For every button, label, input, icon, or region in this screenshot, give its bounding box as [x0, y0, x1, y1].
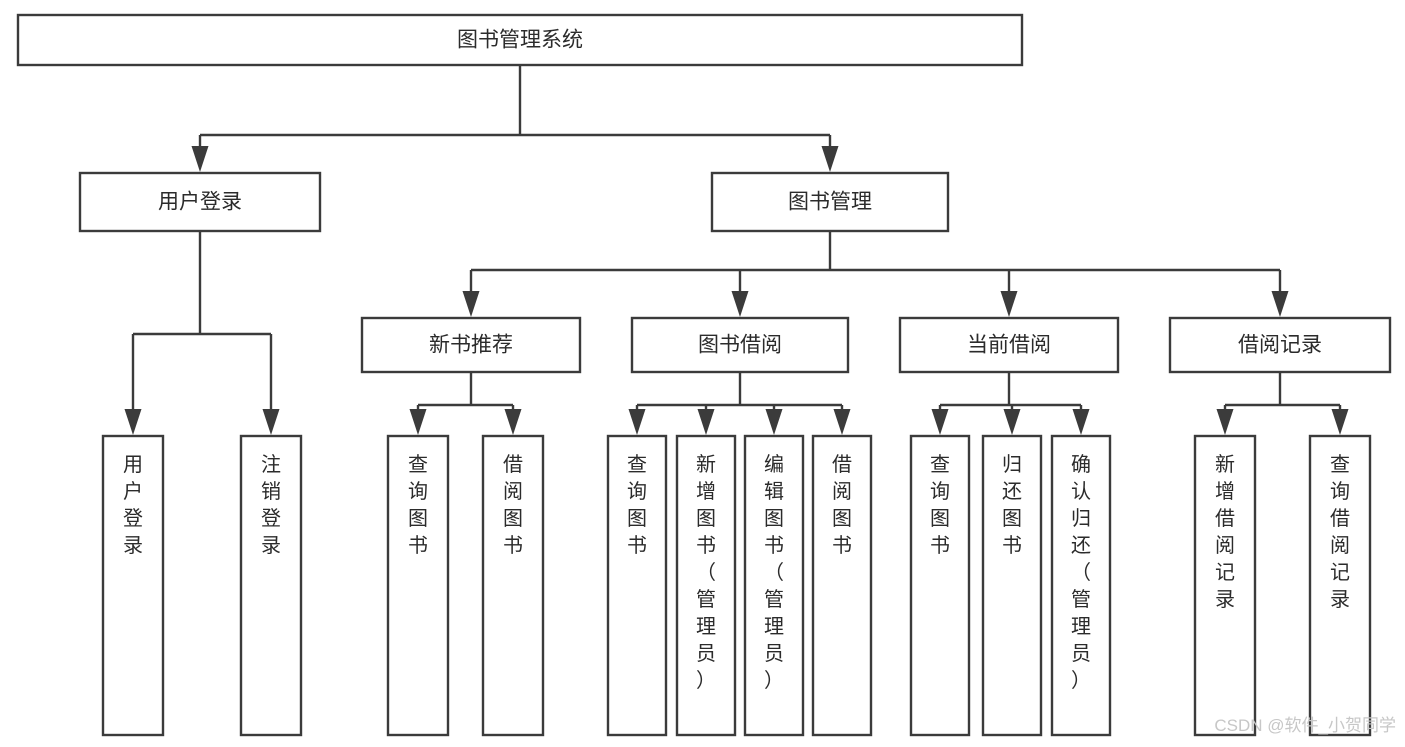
- arrow-head-icon: [409, 409, 427, 435]
- node-label: 借阅记录: [1238, 334, 1322, 357]
- node-box[interactable]: [78, 171, 322, 233]
- arrow-head-icon: [1003, 409, 1021, 435]
- node-label: 用户登录: [158, 191, 242, 214]
- node-box[interactable]: [630, 316, 850, 374]
- arrow-head-icon: [1072, 409, 1090, 435]
- node-box[interactable]: [606, 434, 668, 737]
- node-box[interactable]: [360, 316, 582, 374]
- arrow-head-icon: [191, 146, 209, 172]
- node-box[interactable]: [1193, 434, 1257, 737]
- node-label: 注销登录: [261, 453, 281, 557]
- node-box[interactable]: [981, 434, 1043, 737]
- node-label: 图书管理系统: [457, 29, 583, 52]
- arrow-head-icon: [628, 409, 646, 435]
- node-leaf-confirm-return-admin[interactable]: 确认归还（管理员）: [1050, 434, 1112, 737]
- arrow-head-icon: [124, 409, 142, 435]
- node-label: 查询图书: [408, 453, 428, 557]
- node-leaf-query-borrow-record[interactable]: 查询借阅记录: [1308, 434, 1372, 737]
- node-box[interactable]: [909, 434, 971, 737]
- node-box[interactable]: [675, 434, 737, 737]
- arrow-head-icon: [697, 409, 715, 435]
- arrow-head-icon: [1271, 291, 1289, 317]
- node-label: 借阅图书: [832, 453, 852, 557]
- arrow-head-icon: [504, 409, 522, 435]
- node-label: 归还图书: [1002, 453, 1022, 557]
- arrow-head-icon: [833, 409, 851, 435]
- node-box[interactable]: [386, 434, 450, 737]
- node-box[interactable]: [710, 171, 950, 233]
- node-label: 查询图书: [930, 453, 950, 557]
- node-leaf-add-borrow-record[interactable]: 新增借阅记录: [1193, 434, 1257, 737]
- node-leaf-query-book-cb[interactable]: 查询图书: [909, 434, 971, 737]
- connector-layer: [124, 65, 1349, 435]
- node-box[interactable]: [898, 316, 1120, 374]
- node-layer: 图书管理系统用户登录图书管理新书推荐图书借阅当前借阅借阅记录用户登录注销登录查询…: [16, 13, 1392, 737]
- node-label: 图书管理: [788, 191, 872, 214]
- watermark-label: CSDN @软件_小贺同学: [1214, 716, 1396, 735]
- arrow-head-icon: [462, 291, 480, 317]
- node-label: 确认归还（管理员）: [1071, 453, 1091, 692]
- node-leaf-user-login[interactable]: 用户登录: [101, 434, 165, 737]
- node-current-borrow[interactable]: 当前借阅: [898, 316, 1120, 374]
- node-box[interactable]: [1168, 316, 1392, 374]
- node-box[interactable]: [811, 434, 873, 737]
- node-box[interactable]: [16, 13, 1024, 67]
- node-root[interactable]: 图书管理系统: [16, 13, 1024, 67]
- node-leaf-return-book[interactable]: 归还图书: [981, 434, 1043, 737]
- node-new-book-recommend[interactable]: 新书推荐: [360, 316, 582, 374]
- node-leaf-add-book-admin[interactable]: 新增图书（管理员）: [675, 434, 737, 737]
- node-label: 用户登录: [123, 454, 143, 557]
- arrow-head-icon: [731, 291, 749, 317]
- arrow-head-icon: [1331, 409, 1349, 435]
- arrow-head-icon: [765, 409, 783, 435]
- node-label: 借阅图书: [503, 453, 523, 557]
- node-label: 编辑图书（管理员）: [764, 453, 784, 692]
- arrow-head-icon: [1000, 291, 1018, 317]
- node-box[interactable]: [1308, 434, 1372, 737]
- node-user-login[interactable]: 用户登录: [78, 171, 322, 233]
- arrow-head-icon: [1216, 409, 1234, 435]
- node-leaf-borrow-book-bb[interactable]: 借阅图书: [811, 434, 873, 737]
- node-leaf-query-book-bb[interactable]: 查询图书: [606, 434, 668, 737]
- node-label: 当前借阅: [967, 334, 1051, 357]
- node-box[interactable]: [481, 434, 545, 737]
- node-leaf-logout[interactable]: 注销登录: [239, 434, 303, 737]
- node-borrow-record[interactable]: 借阅记录: [1168, 316, 1392, 374]
- arrow-head-icon: [931, 409, 949, 435]
- node-box[interactable]: [743, 434, 805, 737]
- node-box[interactable]: [101, 434, 165, 737]
- node-box[interactable]: [1050, 434, 1112, 737]
- arrow-head-icon: [262, 409, 280, 435]
- node-label: 查询图书: [627, 453, 647, 557]
- node-label: 新增图书（管理员）: [696, 453, 716, 692]
- node-leaf-query-book-nbr[interactable]: 查询图书: [386, 434, 450, 737]
- node-label: 新书推荐: [429, 334, 513, 357]
- node-label: 图书借阅: [698, 334, 782, 357]
- node-leaf-edit-book-admin[interactable]: 编辑图书（管理员）: [743, 434, 805, 737]
- node-box[interactable]: [239, 434, 303, 737]
- node-label: 新增借阅记录: [1215, 453, 1235, 611]
- node-label: 查询借阅记录: [1330, 453, 1350, 611]
- node-leaf-borrow-book-nbr[interactable]: 借阅图书: [481, 434, 545, 737]
- node-book-manage[interactable]: 图书管理: [710, 171, 950, 233]
- arrow-head-icon: [821, 146, 839, 172]
- node-book-borrow[interactable]: 图书借阅: [630, 316, 850, 374]
